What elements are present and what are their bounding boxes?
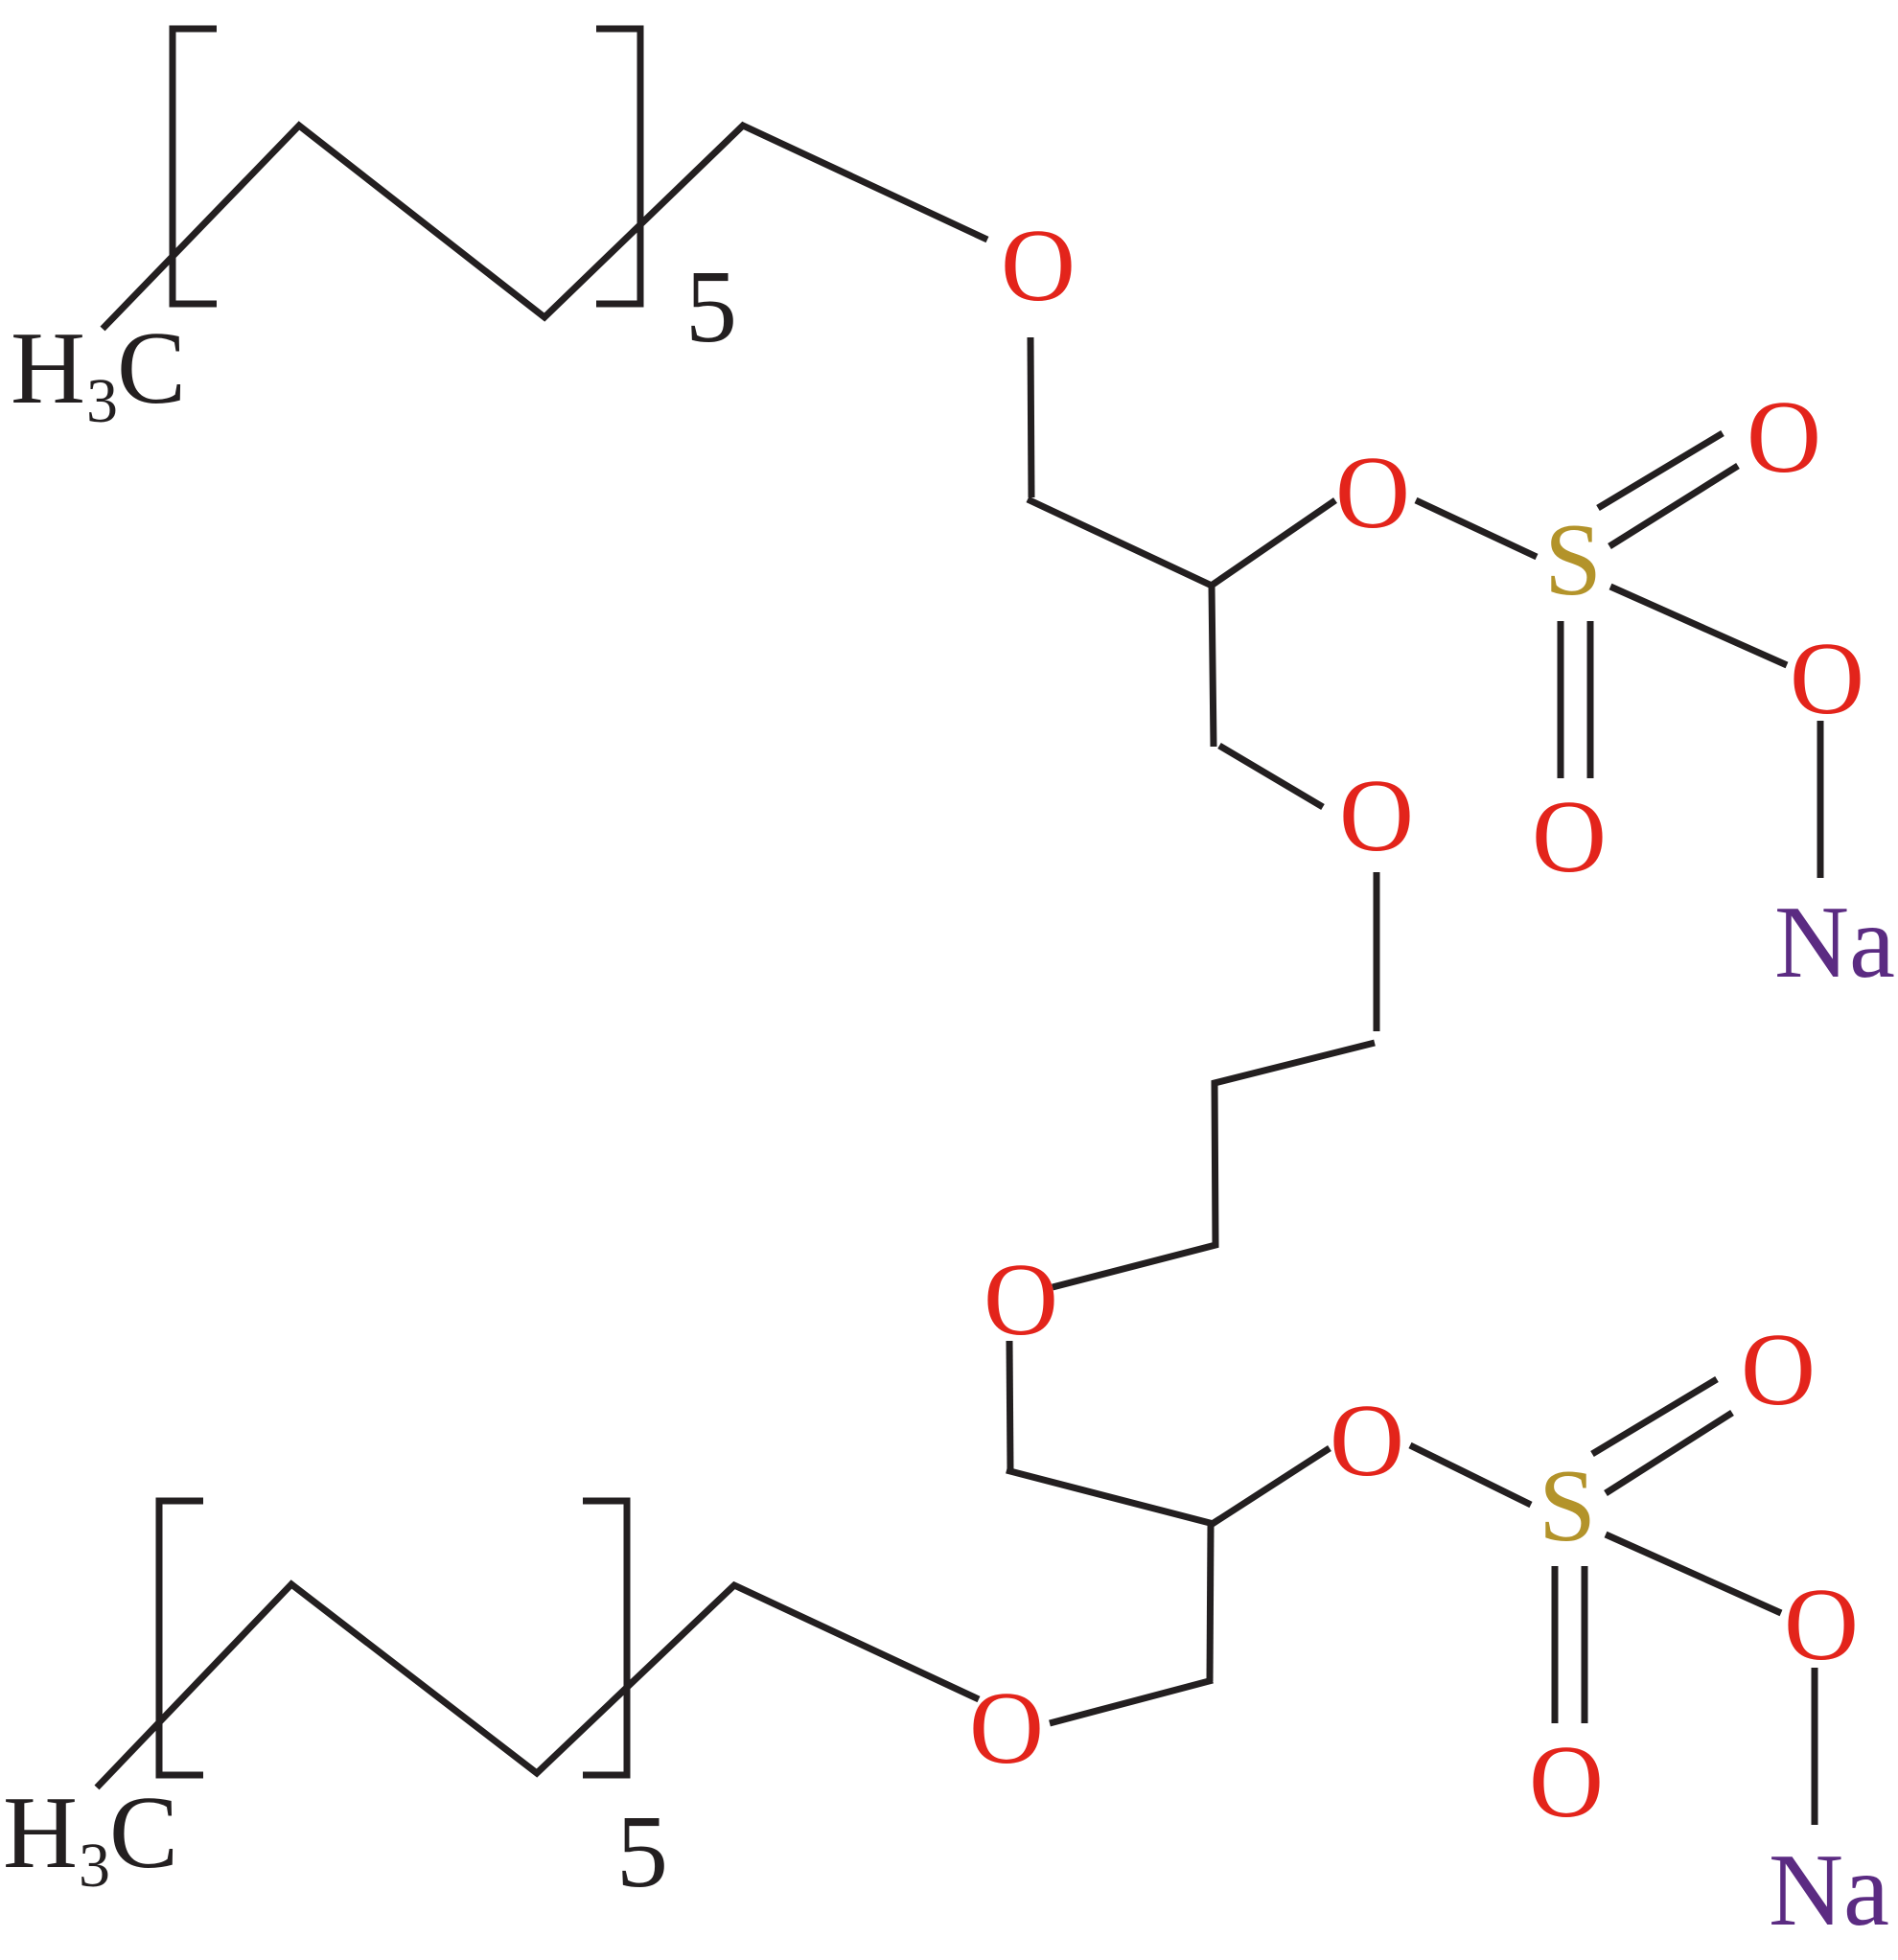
methyl-top-h: H (11, 311, 85, 426)
atom-labels: H 3 C 5 O O S O O O Na O O O S O O O Na … (3, 209, 1895, 1948)
methyl-bottom-c: C (109, 1776, 178, 1890)
oxygen-ester-bottom: O (1330, 1384, 1404, 1498)
oxygen-double-bottom-lower: O (1529, 1725, 1604, 1839)
methyl-bottom-subscript: 3 (79, 1831, 110, 1901)
oxygen-double-top-upper: O (1747, 380, 1821, 495)
oxygen-double-top-lower: O (1532, 780, 1607, 894)
bond-lines (94, 25, 1824, 1825)
oxygen-linker-lower: O (984, 1243, 1058, 1357)
oxygen-linker-upper: O (1339, 759, 1414, 873)
repeat-count-top: 5 (685, 250, 737, 364)
methyl-bottom-h: H (3, 1776, 78, 1890)
sulfur-bottom: S (1539, 1449, 1596, 1563)
oxygen-ether-bottom: O (969, 1672, 1044, 1786)
methyl-top-c: C (117, 311, 186, 426)
sodium-top: Na (1774, 886, 1895, 1000)
methyl-top-subscript: 3 (86, 366, 118, 436)
repeat-count-bottom: 5 (616, 1795, 668, 1909)
oxygen-single-bottom: O (1784, 1568, 1859, 1682)
sulfur-top: S (1544, 503, 1602, 617)
oxygen-ester-top: O (1335, 436, 1410, 550)
sodium-bottom: Na (1769, 1833, 1889, 1948)
oxygen-ether-top: O (1001, 209, 1076, 323)
oxygen-double-bottom-upper: O (1741, 1313, 1816, 1427)
oxygen-single-top: O (1790, 622, 1864, 736)
